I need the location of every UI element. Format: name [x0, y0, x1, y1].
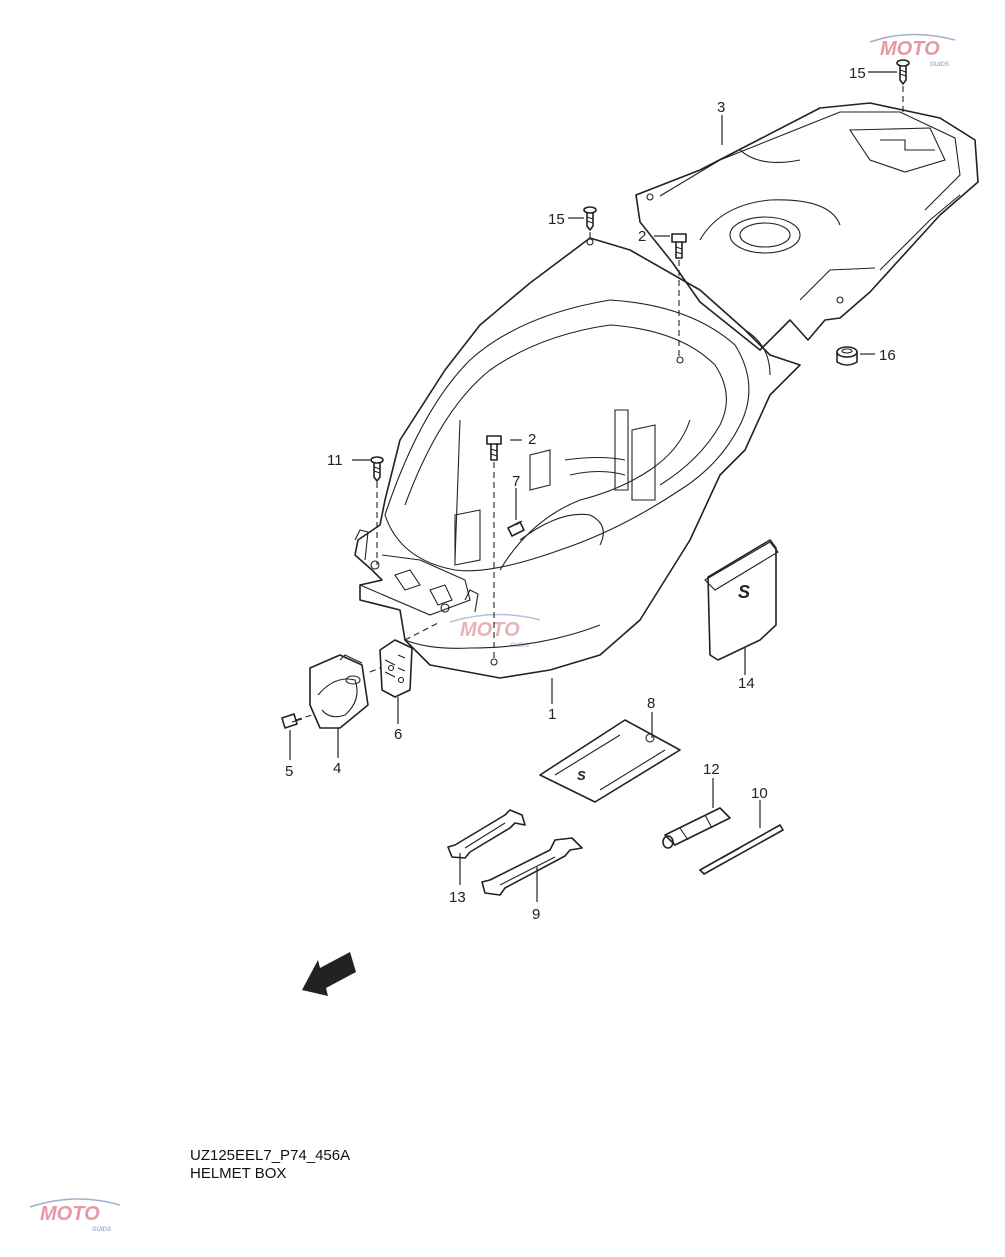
- part-13-wrench-small: [447, 809, 526, 859]
- part-4-latch: [309, 654, 369, 729]
- part-1-helmet-box: [354, 237, 801, 679]
- callout-labels: 15 3 15 2 16 2 11 7 1 14 6 4 5 8 12 10 1…: [285, 65, 896, 923]
- callout-4: 4: [333, 760, 341, 777]
- screw-15-top: [896, 59, 910, 85]
- bolt-2-lower: [486, 435, 502, 461]
- leader-lines: [289, 71, 897, 902]
- fwd-arrow: FWD: [302, 952, 358, 996]
- part-8-tool-bag: S: [539, 719, 681, 803]
- callout-3: 3: [717, 99, 725, 116]
- watermark-text-bottom: MOTO: [40, 1203, 100, 1225]
- part-9-wrench-large: [481, 837, 583, 896]
- callout-7: 7: [512, 473, 520, 490]
- bolt-2-upper: [671, 233, 687, 259]
- screw-5: [281, 713, 303, 729]
- callout-13: 13: [449, 889, 466, 906]
- watermark-subtext: GUIDS: [930, 62, 949, 68]
- callout-14: 14: [738, 675, 755, 692]
- screw-11: [370, 456, 384, 482]
- part-12-extension: [662, 807, 731, 849]
- callout-12: 12: [703, 761, 720, 778]
- callout-6: 6: [394, 726, 402, 743]
- bolt-7: [507, 520, 525, 537]
- part-14-pouch: S: [704, 539, 779, 661]
- diagram-title: HELMET BOX: [190, 1165, 287, 1182]
- callout-15-mid: 15: [548, 211, 565, 228]
- diagram-caption: UZ125EEL7_P74_456A HELMET BOX: [190, 1147, 350, 1183]
- callout-9: 9: [532, 906, 540, 923]
- watermark-text: MOTO: [880, 38, 940, 60]
- svg-text:S: S: [577, 768, 586, 783]
- watermark-text-center: MOTO: [460, 619, 520, 641]
- part-10-screwdriver: [699, 824, 784, 875]
- callout-10: 10: [751, 785, 768, 802]
- callout-8: 8: [647, 695, 655, 712]
- watermark-bottom-left: MOTO GUIDS: [29, 1198, 121, 1233]
- callout-11: 11: [327, 452, 343, 469]
- callout-2-lower: 2: [528, 431, 536, 448]
- watermark-subtext-center: GUIDS: [510, 643, 529, 649]
- callout-16: 16: [879, 347, 896, 364]
- part-3-seat-tray: [635, 102, 979, 351]
- watermark-top-right: MOTO GUIDS: [869, 33, 956, 68]
- callout-2-upper: 2: [638, 228, 646, 245]
- grommet-16: [836, 346, 858, 366]
- screw-15-mid: [583, 206, 597, 231]
- part-6-bracket: [379, 639, 413, 698]
- watermark-subtext-bottom: GUIDS: [92, 1227, 111, 1233]
- callout-1: 1: [548, 706, 556, 723]
- callout-5: 5: [285, 763, 293, 780]
- svg-text:S: S: [738, 582, 750, 602]
- watermark-center: MOTO GUIDS: [449, 613, 541, 649]
- assembly-lines: [295, 86, 904, 721]
- callout-15-top: 15: [849, 65, 866, 82]
- diagram-code: UZ125EEL7_P74_456A: [190, 1147, 351, 1164]
